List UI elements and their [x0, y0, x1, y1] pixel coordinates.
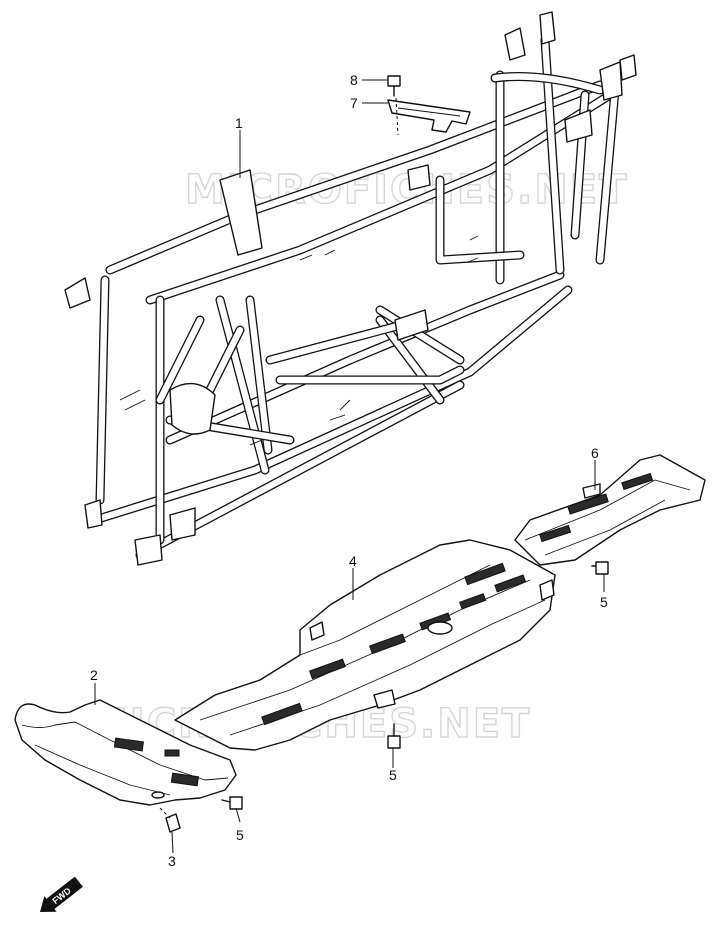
frame-assembly	[64, 11, 637, 566]
callout-3: 3	[168, 853, 176, 869]
bolt-part-5-center	[387, 723, 401, 749]
callout-8: 8	[350, 72, 358, 88]
fwd-arrow-icon: FWD	[40, 876, 83, 913]
callout-5-front: 5	[236, 827, 244, 843]
callout-6: 6	[591, 445, 599, 461]
bolt-part-5-front	[221, 796, 243, 810]
bracket-part	[387, 99, 471, 133]
callout-2: 2	[90, 667, 98, 683]
callout-5-rear: 5	[600, 594, 608, 610]
rear-skid-plate	[514, 454, 706, 566]
callout-5-center: 5	[389, 767, 397, 783]
callout-7: 7	[350, 95, 358, 111]
bolt-part-8	[387, 75, 401, 97]
nut-part-3	[165, 813, 181, 833]
center-skid-plate	[174, 539, 556, 751]
bolt-part-5-rear	[591, 561, 609, 575]
front-skid-plate	[14, 699, 237, 806]
callout-1: 1	[235, 115, 243, 131]
callout-4: 4	[349, 553, 357, 569]
